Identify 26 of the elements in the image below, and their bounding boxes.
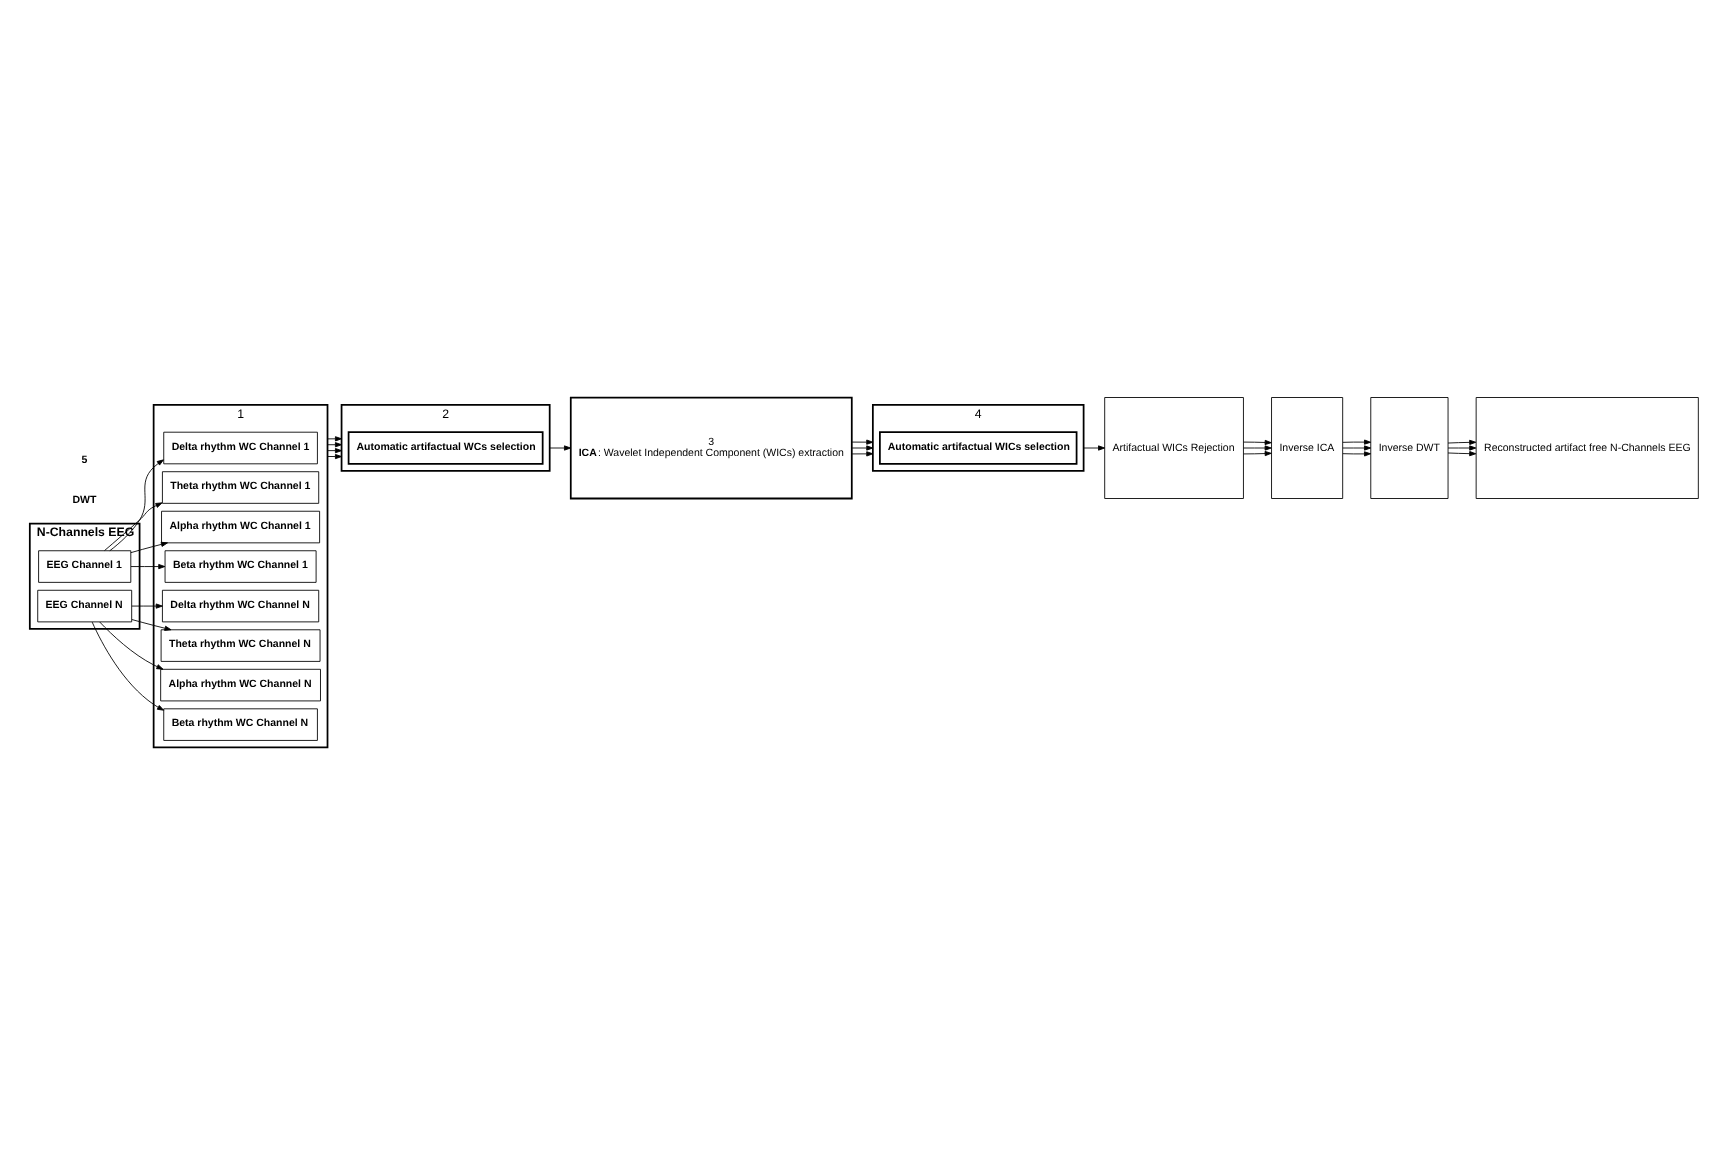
- arrow: [1447, 451, 1477, 457]
- arrow: [1342, 445, 1372, 451]
- arrow: [1243, 439, 1272, 446]
- arrow: [327, 453, 342, 460]
- arrow: [91, 621, 165, 711]
- arrow: [131, 603, 163, 609]
- arrow: [1243, 445, 1272, 451]
- arrow: [327, 448, 342, 454]
- arrow: [851, 439, 874, 445]
- arrow: [327, 436, 342, 442]
- arrow: [1243, 450, 1272, 457]
- arrow: [1083, 445, 1106, 451]
- arrow: [1447, 439, 1477, 445]
- arrow: [1342, 439, 1372, 445]
- arrow: [99, 621, 164, 670]
- arrow: [1342, 451, 1372, 457]
- arrow: [104, 502, 163, 552]
- arrow: [851, 451, 874, 457]
- arrow: [109, 459, 164, 552]
- arrow: [1447, 445, 1477, 451]
- arrow: [130, 541, 168, 554]
- arrow: [851, 445, 874, 451]
- arrow: [130, 563, 166, 570]
- arrow: [131, 619, 172, 631]
- arrow: [327, 442, 342, 448]
- arrow: [549, 445, 572, 451]
